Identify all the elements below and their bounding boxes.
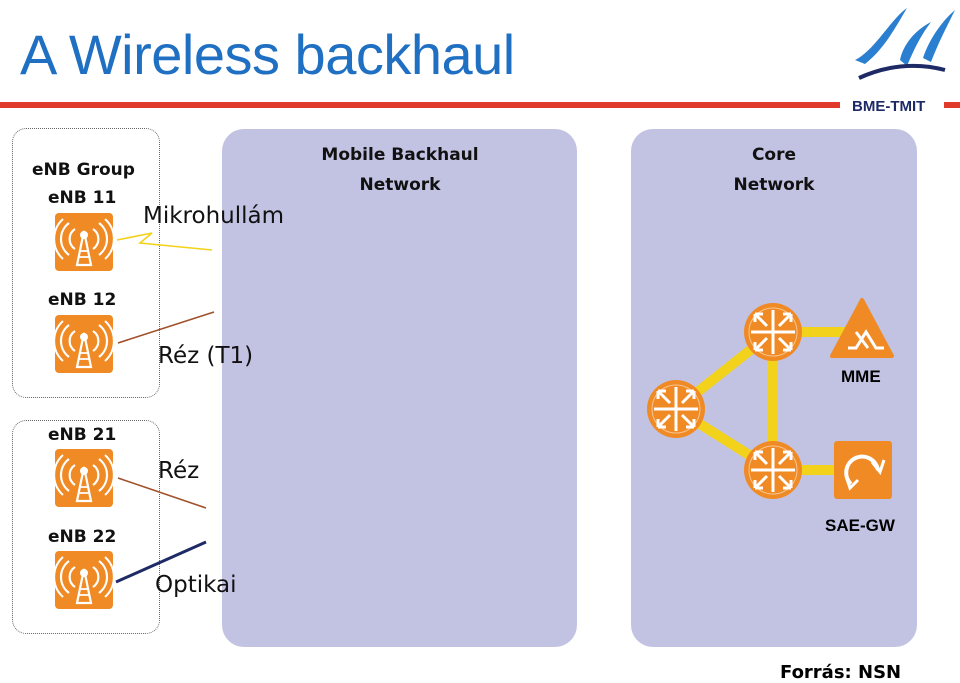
bme-logo-icon (855, 8, 955, 80)
core-router-left-icon (645, 378, 707, 440)
enb21-antenna-icon (53, 447, 115, 509)
copper-link-label: Réz (158, 458, 200, 484)
brand-label: BME-TMIT (852, 98, 926, 115)
enb-group-box-2 (12, 420, 160, 634)
enb11-label: eNB 11 (48, 188, 117, 208)
core-network-title: Core Network (694, 140, 854, 200)
optical-link-label: Optikai (155, 572, 237, 598)
microwave-link (116, 232, 213, 251)
microwave-link-label: Mikrohullám (143, 203, 285, 229)
copper-link (117, 477, 207, 509)
enb22-label: eNB 22 (48, 527, 117, 547)
core-network-line2: Network (733, 175, 815, 195)
mobile-backhaul-panel (222, 129, 577, 647)
title-rule-right (944, 102, 960, 108)
title-rule (0, 102, 840, 108)
enb21-label: eNB 21 (48, 425, 117, 445)
enb12-label: eNB 12 (48, 290, 117, 310)
core-network-line1: Core (751, 145, 797, 165)
page-title: A Wireless backhaul (20, 23, 515, 86)
enb11-antenna-icon (53, 211, 115, 273)
copper-t1-link (117, 311, 215, 344)
mobile-backhaul-title: Mobile Backhaul Network (300, 140, 500, 200)
mme-label: MME (841, 367, 881, 386)
optical-link (115, 540, 207, 584)
sae-gw-label: SAE-GW (825, 516, 895, 535)
source-note: Forrás: NSN (780, 662, 902, 683)
sae-gw-icon (834, 441, 892, 499)
enb-group-label: eNB Group (32, 160, 135, 180)
core-router-bottom-icon (742, 439, 804, 501)
mme-icon (830, 298, 894, 358)
enb12-antenna-icon (53, 313, 115, 375)
mobile-backhaul-line2: Network (359, 175, 441, 195)
enb-group-box-1 (12, 128, 160, 398)
core-router-top-icon (742, 301, 804, 363)
mobile-backhaul-line1: Mobile Backhaul (321, 145, 479, 165)
enb22-antenna-icon (53, 549, 115, 611)
copper-t1-link-label: Réz (T1) (158, 343, 254, 369)
